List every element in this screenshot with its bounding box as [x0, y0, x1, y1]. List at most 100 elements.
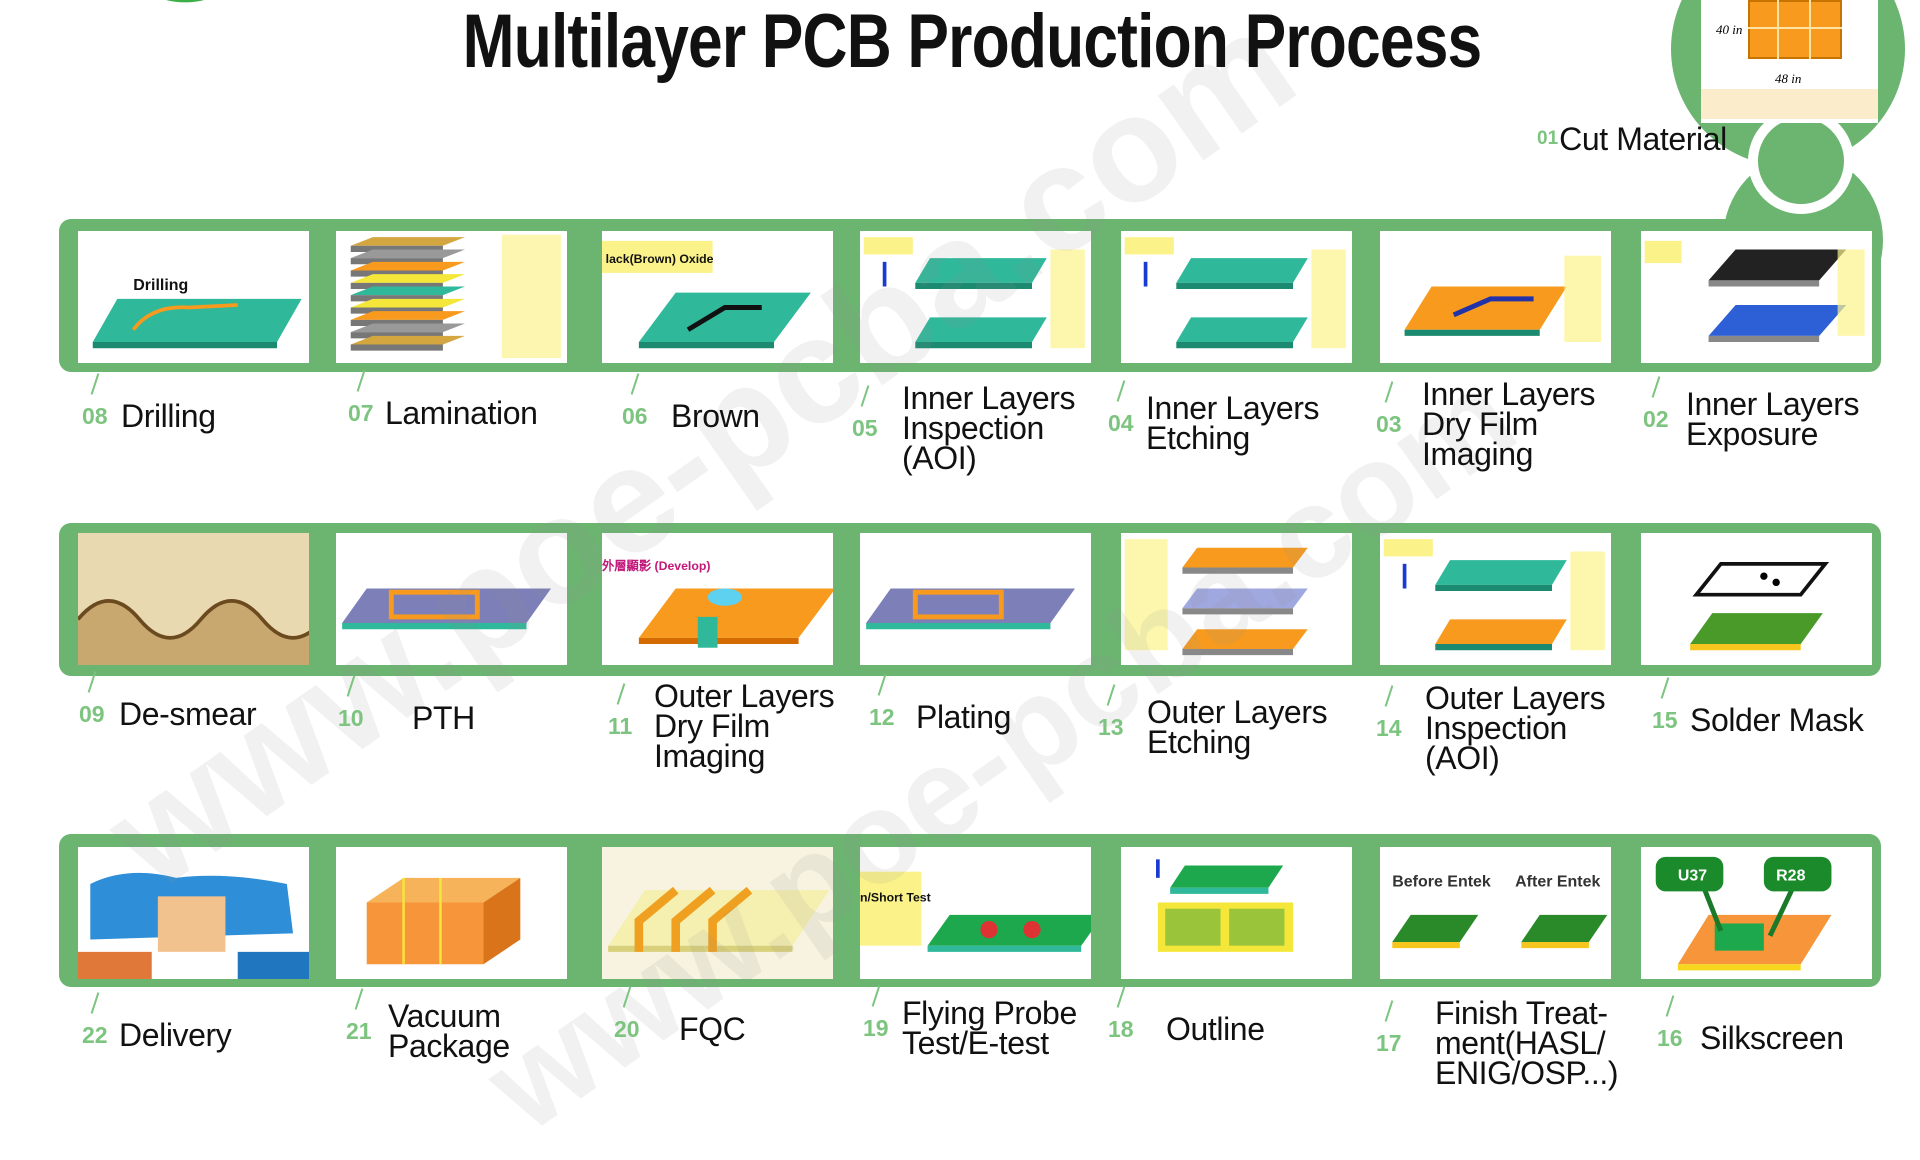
step-number-text: 19: [863, 1015, 889, 1041]
step-number-text: 20: [614, 1016, 640, 1042]
step-number-11: 11: [608, 683, 644, 739]
pth-illustration: [342, 588, 552, 630]
page-title: Multilayer PCB Production Process: [462, 0, 1483, 84]
step-label-fqc: FQC: [679, 1013, 746, 1045]
step-label-aoi: Inner Layers Inspection (AOI): [902, 380, 1076, 476]
delivery-illustration: [78, 872, 309, 979]
step-number-text: 08: [82, 403, 108, 429]
step-label-dryfilm: Inner Layers Dry Film Imaging: [1422, 378, 1595, 470]
step-number-21: 21: [346, 988, 384, 1044]
dryfilm-illustration: [1404, 255, 1602, 343]
step-cut-material: 01 Cut Material: [1537, 121, 1727, 157]
tick-mark: [1106, 684, 1116, 706]
step-number-17: 17: [1376, 1000, 1414, 1056]
step-image-etching: [1121, 231, 1352, 363]
image-caption-2: R28: [1776, 867, 1805, 884]
step-number: 01: [1537, 128, 1559, 149]
step-number: 04: [1108, 380, 1134, 436]
step-number-text: 22: [82, 1022, 108, 1048]
step-label: Lamination: [385, 395, 538, 431]
step-number-22: 22: [82, 992, 120, 1048]
step-label-exposure: Inner Layers Exposure: [1686, 386, 1860, 452]
step-number-05: 05: [852, 385, 890, 441]
step-label-outeretch: Outer Layers Etching: [1147, 696, 1328, 758]
tick-mark: [622, 986, 632, 1008]
step-label: De-smear: [119, 696, 257, 732]
step-image-finish: Before Entek After Entek: [1380, 847, 1611, 979]
probe-illustration: n/Short Test: [860, 871, 1091, 952]
step-number-text: 14: [1376, 715, 1402, 741]
step-number: 17: [1376, 1000, 1402, 1056]
step-number-text: 21: [346, 1018, 372, 1044]
fqc-illustration: [602, 847, 833, 979]
tick-mark: [1116, 986, 1126, 1008]
image-caption-2: After Entek: [1515, 873, 1600, 890]
step-label-pth: PTH: [412, 700, 475, 736]
tick-mark: [1660, 677, 1670, 699]
step-number-06: 06: [622, 373, 660, 429]
step-label: Inner Layers Inspection (AOI): [902, 380, 1076, 476]
tick-mark: [346, 675, 356, 697]
step-number-02: 02: [1643, 376, 1681, 432]
step-number-13: 13: [1098, 684, 1136, 740]
step-label: PTH: [412, 700, 475, 736]
image-caption: 外層顯影 (Develop): [602, 558, 710, 573]
step-image-outline: [1121, 847, 1352, 979]
etching-illustration: [1124, 237, 1346, 349]
step-image-drilling: Drilling: [78, 231, 309, 363]
image-caption: n/Short Test: [860, 890, 931, 904]
step-number-15: 15: [1652, 677, 1690, 733]
step-number-text: 13: [1098, 714, 1124, 740]
step-image-exposure: [1641, 231, 1872, 363]
step-label: Finish Treat- ment(HASL/ ENIG/OSP...): [1435, 995, 1619, 1091]
tick-mark: [1651, 376, 1661, 398]
step-number-text: 15: [1652, 707, 1678, 733]
step-number: 06: [622, 373, 648, 429]
image-caption: Before Entek: [1392, 873, 1491, 890]
outeraoi-illustration: [1383, 539, 1605, 651]
step-image-outeretch: [1121, 533, 1352, 665]
step-number-03: 03: [1376, 381, 1414, 437]
step-number: 13: [1098, 684, 1124, 740]
tick-mark: [90, 992, 100, 1014]
step-label-develop: Outer Layers Dry Film Imaging: [654, 680, 835, 772]
step-label: Outline: [1166, 1011, 1265, 1047]
cut-material-image: 40 in 48 in: [1701, 0, 1878, 123]
step-label-finish: Finish Treat- ment(HASL/ ENIG/OSP...): [1435, 995, 1619, 1091]
tick-mark: [1384, 1000, 1394, 1022]
tick-mark: [616, 683, 626, 705]
soldermask-illustration: [1690, 561, 1830, 651]
tick-mark: [1116, 380, 1126, 402]
step-image-aoi: [860, 231, 1091, 363]
step-number-text: 18: [1108, 1016, 1134, 1042]
step-label: Cut Material: [1559, 121, 1727, 157]
drilling-illustration: Drilling: [92, 277, 302, 349]
step-number-19: 19: [863, 985, 901, 1041]
step-number-08: 08: [82, 373, 120, 429]
develop-illustration: 外層顯影 (Develop): [602, 558, 833, 648]
package-illustration: [366, 877, 521, 965]
tick-mark: [354, 988, 364, 1010]
watermark: www.poe-pcba.com: [76, 0, 1323, 921]
step-label-etching: Inner Layers Etching: [1146, 392, 1319, 454]
step-image-soldermask: [1641, 533, 1872, 665]
step-number-text: 17: [1376, 1030, 1402, 1056]
tick-mark: [871, 985, 881, 1007]
step-label: Delivery: [119, 1017, 232, 1053]
step-label: Flying Probe Test/E-test: [902, 995, 1077, 1061]
finish-illustration: Before Entek After Entek: [1392, 873, 1608, 949]
step-number-text: 04: [1108, 410, 1134, 436]
step-number: 19: [863, 985, 889, 1041]
step-label-outeraoi: Outer Layers Inspection (AOI): [1425, 682, 1606, 774]
step-image-fqc: [602, 847, 833, 979]
step-label: Drilling: [121, 398, 216, 434]
step-number: 03: [1376, 381, 1402, 437]
step-number-text: 07: [348, 400, 374, 426]
step-label-silkscreen: Silkscreen: [1700, 1022, 1844, 1054]
step-number-20: 20: [614, 986, 652, 1042]
connector-node: [1748, 108, 1854, 214]
step-label-package: Vacuum Package: [388, 1000, 510, 1062]
step-label: Inner Layers Exposure: [1686, 386, 1860, 452]
step-number-text: 03: [1376, 411, 1402, 437]
